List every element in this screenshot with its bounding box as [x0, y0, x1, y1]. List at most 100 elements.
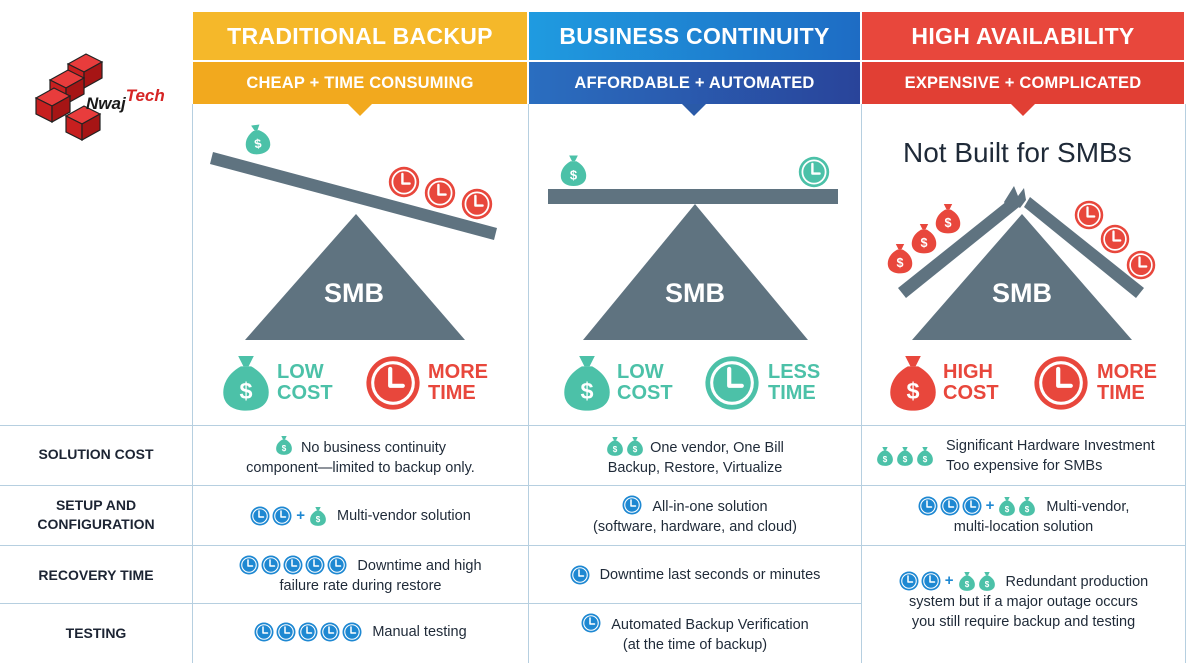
row-label-setup: SETUP AND CONFIGURATION — [0, 496, 192, 534]
header-traditional-backup: TRADITIONAL BACKUP CHEAP + TIME CONSUMIN… — [193, 12, 527, 116]
cell-text: All-in-one solution — [652, 499, 768, 515]
header-subtitle: EXPENSIVE + COMPLICATED — [862, 60, 1184, 116]
cost-label-line: COST — [617, 382, 673, 404]
cell-c2-testing: Automated Backup Verification (at the ti… — [529, 604, 861, 661]
money-bag-icon — [958, 570, 976, 592]
cell-c2-cost: One vendor, One Bill Backup, Restore, Vi… — [529, 426, 861, 485]
cell-text: Downtime and high — [357, 558, 482, 574]
clock-icon — [254, 622, 274, 642]
cell-text: No business continuity — [300, 440, 447, 456]
clock-icon — [327, 555, 347, 575]
cell-text: component—limited to backup only. — [246, 460, 475, 476]
cell-text: Multi-vendor, — [1046, 499, 1130, 515]
time-label: MORE TIME — [1097, 362, 1157, 404]
money-bag-icon — [564, 356, 610, 411]
not-built-note: Not Built for SMBs — [903, 137, 1132, 168]
row-label-testing: TESTING — [0, 624, 192, 643]
cost-label-line: HIGH — [943, 361, 993, 383]
clock-icon — [342, 622, 362, 642]
grid-line — [0, 603, 862, 604]
cell-c1-cost: No business continuity component—limited… — [193, 426, 528, 485]
cell-text: Backup, Restore, Virtualize — [607, 460, 783, 476]
cell-text: Significant Hardware Investment — [946, 437, 1155, 454]
logo-cubes-icon — [34, 53, 104, 142]
cell-text: Too expensive for SMBs — [946, 457, 1103, 474]
icon-group — [876, 445, 934, 467]
clock-icon — [261, 555, 281, 575]
clock-icon — [272, 506, 292, 526]
money-bag-icon — [876, 445, 894, 467]
money-bag-icon — [275, 434, 293, 456]
grid-line — [192, 104, 193, 663]
scale-label: SMB — [324, 278, 384, 308]
clock-icon — [940, 496, 960, 516]
clock-icon — [283, 555, 303, 575]
cost-label: HIGH COST — [943, 362, 999, 404]
icon-group: + — [918, 495, 1037, 517]
grid-line — [528, 104, 529, 663]
logo-text-nwaj: Nwaj — [86, 94, 126, 113]
time-label: LESS TIME — [768, 362, 820, 404]
money-bag-icon — [896, 445, 914, 467]
cell-text: Automated Backup Verification — [611, 617, 809, 633]
cost-label: LOW COST — [277, 362, 333, 404]
cell-text: (software, hardware, and cloud) — [593, 519, 797, 535]
time-label-line: MORE — [428, 361, 488, 383]
time-label: MORE TIME — [428, 362, 488, 404]
money-bag-icon — [223, 356, 269, 411]
cell-c1-setup: + Multi-vendor solution — [193, 486, 528, 545]
cell-c3-cost: Significant Hardware Investment Too expe… — [862, 426, 1185, 485]
clock-icon — [899, 571, 919, 591]
scale-illustrations — [210, 123, 1156, 425]
money-bag-icon — [890, 356, 936, 411]
icon-group: + — [250, 505, 327, 527]
scale-high-availability — [887, 186, 1156, 340]
cell-text: multi-location solution — [953, 519, 1094, 535]
scale-business-continuity — [548, 155, 838, 340]
scale-label: SMB — [665, 278, 725, 308]
clock-icon — [366, 356, 419, 409]
header-subtitle-text: EXPENSIVE + COMPLICATED — [904, 73, 1142, 92]
money-bag-icon — [998, 495, 1016, 517]
cell-c2-setup: All-in-one solution (software, hardware,… — [529, 486, 861, 545]
cell-c3-recovery-testing: + Redundant production system but if a m… — [862, 546, 1185, 660]
cost-label-line: LOW — [617, 361, 664, 383]
cell-text: Downtime last seconds or minutes — [599, 566, 821, 583]
clock-icon — [320, 622, 340, 642]
logo: NwajTech — [28, 36, 178, 146]
scale-traditional — [210, 123, 497, 340]
scale-label: SMB — [992, 278, 1052, 308]
time-label-line: TIME — [428, 382, 476, 404]
clock-icon — [305, 555, 325, 575]
header-title: HIGH AVAILABILITY — [862, 12, 1184, 60]
grid-line — [0, 545, 1186, 546]
cell-text: Multi-vendor solution — [336, 507, 471, 524]
row-label-line: RECOVERY TIME — [38, 567, 154, 583]
clock-icon — [705, 356, 758, 409]
time-label-line: TIME — [1097, 382, 1145, 404]
header-subtitle-text: AFFORDABLE + AUTOMATED — [574, 73, 815, 92]
cost-label: LOW COST — [617, 362, 673, 404]
grid-line — [0, 425, 1186, 426]
icon-group — [239, 555, 347, 575]
cell-text: Redundant production — [1005, 574, 1149, 590]
money-bag-icon — [626, 435, 644, 457]
row-label-solution-cost: SOLUTION COST — [0, 445, 192, 464]
clock-icon — [622, 495, 642, 515]
grid-line — [861, 104, 862, 663]
grid-line — [0, 485, 1186, 486]
cell-text: (at the time of backup) — [622, 637, 768, 653]
cell-c3-setup: + Multi-vendor, multi-location solution — [862, 486, 1185, 545]
clock-icon — [570, 565, 590, 585]
money-bag-icon — [916, 445, 934, 467]
header-title: BUSINESS CONTINUITY — [529, 12, 860, 60]
cost-label-line: COST — [943, 382, 999, 404]
clock-icon — [1034, 356, 1087, 409]
clock-icon — [581, 613, 601, 633]
money-bag-icon — [978, 570, 996, 592]
clock-icon — [921, 571, 941, 591]
clock-icon — [276, 622, 296, 642]
cell-text: system but if a major outage occurs — [909, 594, 1138, 610]
money-bag-icon — [1018, 495, 1036, 517]
cell-text: One vendor, One Bill — [650, 440, 784, 456]
